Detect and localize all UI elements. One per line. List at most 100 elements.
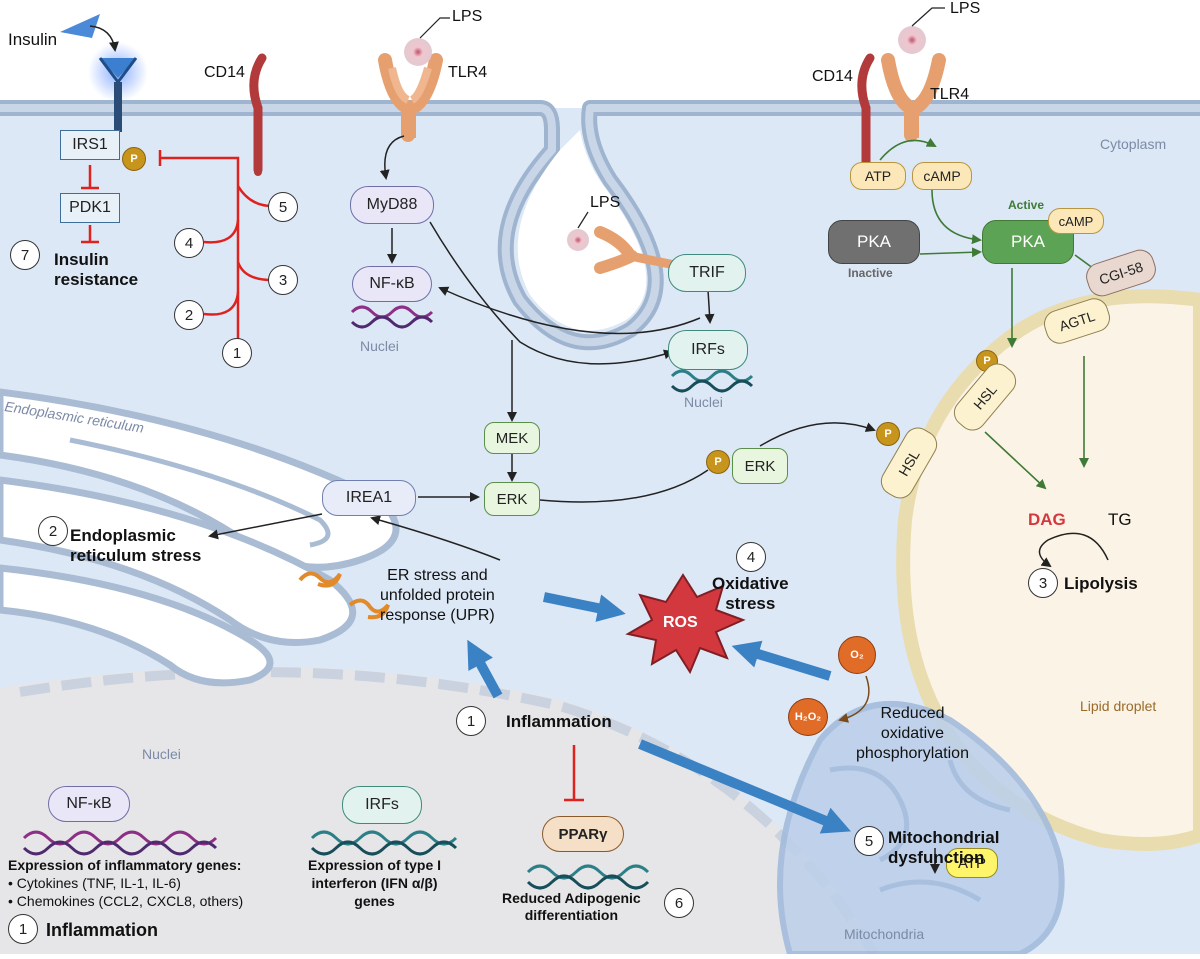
inhibitor-num-2: 2 — [174, 300, 204, 330]
nuclei-label-2: Nuclei — [684, 394, 723, 410]
outcome-line: Reduced Adipogenic — [502, 890, 641, 906]
inhibitor-num-4: 4 — [174, 228, 204, 258]
nfkb-gene-title: Expression of inflammatory genes: — [8, 857, 242, 873]
num-label: 4 — [184, 234, 194, 252]
irfs-gene-line: Expression of type I — [308, 857, 442, 873]
nfkb-cyto-label: NF-κB — [369, 275, 415, 292]
irfs-gene-text: Expression of type I interferon (IFN α/β… — [308, 856, 441, 910]
erk-right-node: ERK — [732, 448, 788, 484]
irfs-nucleus-node: IRFs — [342, 786, 422, 824]
atp-mito-node: ATP — [946, 848, 998, 878]
outcome-line: Endoplasmic — [70, 526, 176, 545]
outcome-line: Mitochondrial — [888, 828, 1000, 847]
outcome-num-inflammation-bottom: 1 — [8, 914, 38, 944]
mito-dysfunction-label: Mitochondrial dysfunction — [888, 828, 999, 868]
irs1-node: IRS1 — [60, 130, 120, 160]
cgi58-label: CGI-58 — [1097, 258, 1145, 288]
phosphate-irs1: P — [122, 147, 146, 171]
num-label: 2 — [48, 522, 58, 540]
outcome-num-mito: 5 — [854, 826, 884, 856]
erk-right-label: ERK — [744, 457, 776, 475]
oxphos-line: oxidative — [880, 725, 945, 742]
nuclei-label-3: Nuclei — [142, 746, 181, 762]
adipogenic-label: Reduced Adipogenic differentiation — [502, 890, 641, 924]
erk-center-label: ERK — [496, 490, 528, 508]
nfkb-cyto-node: NF-κB — [352, 266, 432, 302]
irfs-gene-line: interferon (IFN α/β) — [311, 875, 438, 891]
irfs-gene-line: genes — [354, 893, 395, 909]
num-label: 1 — [232, 344, 242, 362]
ppar-node: PPARγ — [542, 816, 624, 852]
cytoplasm-label: Cytoplasm — [1100, 136, 1167, 152]
lps-label-vesicle: LPS — [590, 194, 621, 211]
irfs-nucleus-label: IRFs — [365, 796, 399, 813]
inflammation-bottom-label: Inflammation — [46, 920, 158, 940]
dag-label: DAG — [1028, 510, 1066, 529]
lps-label-top: LPS — [452, 8, 483, 25]
nfkb-gene-item: • Cytokines (TNF, IL-1, IL-6) — [8, 875, 181, 891]
outcome-num-adipogenic: 6 — [664, 888, 694, 918]
num-label: 5 — [278, 198, 288, 216]
camp-bound-label: cAMP — [1058, 213, 1094, 229]
cd14-label-right: CD14 — [812, 68, 853, 85]
p-label: P — [714, 456, 722, 468]
irfs-cyto-label: IRFs — [691, 341, 725, 358]
inhibitor-num-1: 1 — [222, 338, 252, 368]
h2o2-label: H₂O₂ — [794, 711, 822, 723]
cd14-label-left: CD14 — [204, 64, 245, 81]
hsl-2-label: HSL — [895, 447, 923, 479]
active-label: Active — [1008, 198, 1045, 212]
outcome-line: Inflammation — [506, 712, 612, 731]
irea1-node: IREA1 — [322, 480, 416, 516]
num-label: 6 — [674, 894, 684, 912]
atp-top-label: ATP — [864, 168, 892, 184]
agtl-label: AGTL — [1057, 307, 1097, 335]
tlr4-receptor-left — [378, 38, 443, 142]
camp-bound-node: cAMP — [1048, 208, 1104, 234]
nfkb-nucleus-label: NF-κB — [66, 795, 112, 812]
p-label: P — [884, 428, 892, 440]
num-label: 1 — [466, 712, 476, 730]
inflammation-center-label: Inflammation — [506, 712, 612, 732]
ppar-label: PPARγ — [558, 825, 608, 843]
nuclei-label-1: Nuclei — [360, 338, 399, 354]
myd88-node: MyD88 — [350, 186, 434, 224]
trif-node: TRIF — [668, 254, 746, 292]
camp-top-label: cAMP — [923, 168, 961, 184]
phosphate-erk: P — [706, 450, 730, 474]
insulin-label: Insulin — [8, 30, 58, 49]
tg-label: TG — [1108, 510, 1132, 529]
outcome-line: reticulum stress — [70, 546, 202, 565]
lipid-droplet-label: Lipid droplet — [1080, 698, 1157, 714]
er-stress-line: unfolded protein — [380, 587, 495, 604]
outcome-num-lipolysis: 3 — [1028, 568, 1058, 598]
lps-label-top-right: LPS — [950, 0, 981, 17]
mek-node: MEK — [484, 422, 540, 454]
inhibitor-num-5: 5 — [268, 192, 298, 222]
outcome-num-oxidative: 4 — [736, 542, 766, 572]
outcome-line: dysfunction — [888, 848, 985, 867]
outcome-num-insulin-resistance: 7 — [10, 240, 40, 270]
outcome-line: Insulin — [54, 250, 109, 269]
outcome-num-inflammation-center: 1 — [456, 706, 486, 736]
outcome-line: stress — [725, 594, 776, 613]
insulin-ligand — [60, 14, 100, 38]
nucleus — [0, 666, 880, 954]
pka-inactive-label: PKA — [856, 232, 892, 251]
p-label: P — [130, 153, 138, 165]
outcome-line: Oxidative — [712, 574, 789, 593]
trif-label: TRIF — [689, 264, 725, 281]
inhibitor-num-3: 3 — [268, 265, 298, 295]
hsl-1-label: HSL — [970, 381, 1000, 413]
o2-molecule: O₂ — [838, 636, 876, 674]
nfkb-gene-text: Expression of inflammatory genes: • Cyto… — [8, 856, 243, 910]
phosphate-hsl: P — [876, 422, 900, 446]
endoplasmic-reticulum — [0, 388, 400, 687]
myd88-label: MyD88 — [366, 196, 418, 213]
atp-mito-label: ATP — [957, 854, 987, 872]
oxphos-line: phosphorylation — [856, 745, 969, 762]
outcome-line: Inflammation — [46, 920, 159, 940]
mek-label: MEK — [495, 429, 529, 447]
tlr4-label-right: TLR4 — [930, 86, 970, 103]
